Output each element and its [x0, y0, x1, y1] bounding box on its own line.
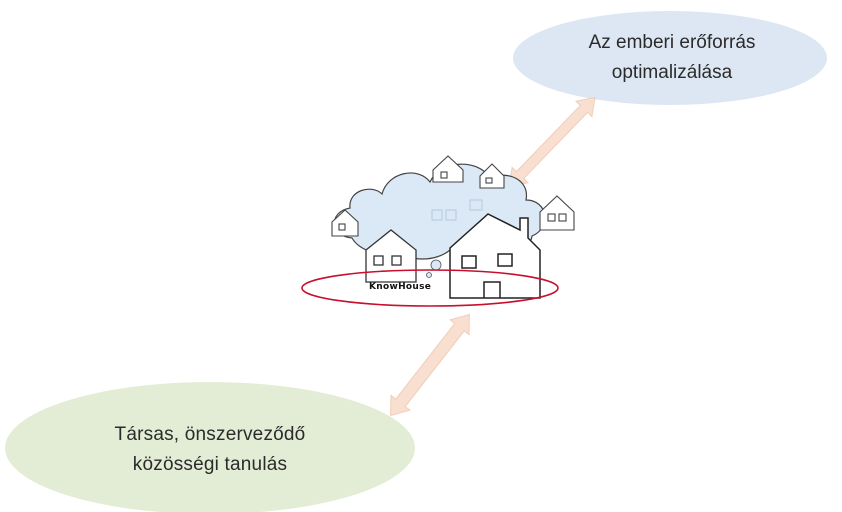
bottom-node-ellipse	[5, 382, 415, 512]
house-icon	[449, 213, 541, 299]
logo-ring	[301, 269, 559, 307]
top-node-text: Az emberi erőforrás optimalizálása	[522, 28, 822, 88]
bottom-node-text: Társas, önszerveződő közösségi tanulás	[40, 420, 380, 480]
house-icon	[331, 209, 359, 237]
house-icon	[479, 163, 505, 189]
house-icon	[365, 229, 417, 283]
house-icon	[539, 195, 575, 231]
logo-label: KnowHouse	[369, 282, 432, 292]
double-arrow-bottom	[390, 313, 470, 417]
bottom-node-line2: közösségi tanulás	[132, 454, 288, 475]
bottom-node-line1: Társas, önszerveződő	[114, 424, 306, 445]
double-arrow-top	[508, 96, 596, 188]
top-node-line2: optimalizálása	[611, 62, 733, 83]
knowhouse-logo	[301, 155, 575, 307]
top-node-ellipse	[513, 11, 827, 105]
house-icon	[432, 155, 464, 183]
top-node-line1: Az emberi erőforrás	[588, 32, 756, 53]
